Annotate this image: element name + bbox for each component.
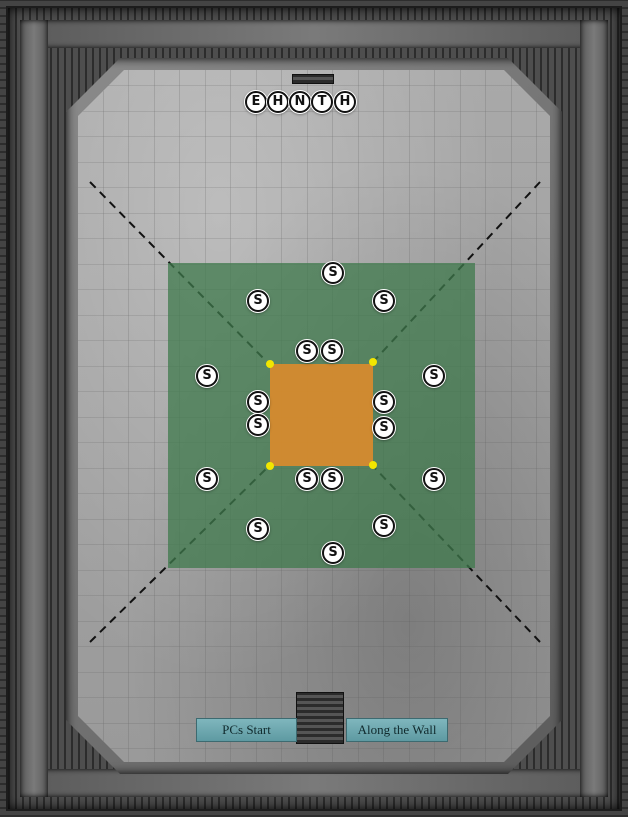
token-s[interactable]: S <box>247 290 269 312</box>
token-n[interactable]: N <box>289 91 311 113</box>
token-s[interactable]: S <box>321 468 343 490</box>
token-s[interactable]: S <box>373 417 395 439</box>
token-s[interactable]: S <box>296 468 318 490</box>
token-s[interactable]: S <box>423 468 445 490</box>
token-s[interactable]: S <box>196 365 218 387</box>
token-s[interactable]: S <box>373 515 395 537</box>
pcs-start-label: PCs Start <box>196 718 297 742</box>
token-h-1[interactable]: H <box>267 91 289 113</box>
token-s[interactable]: S <box>373 290 395 312</box>
token-s[interactable]: S <box>247 391 269 413</box>
token-s[interactable]: S <box>247 414 269 436</box>
bottom-stairs <box>296 692 344 744</box>
token-s[interactable]: S <box>247 518 269 540</box>
token-e[interactable]: E <box>245 91 267 113</box>
token-s[interactable]: S <box>296 340 318 362</box>
corner-marker-tl <box>266 360 274 368</box>
token-s[interactable]: S <box>196 468 218 490</box>
corner-marker-tr <box>369 358 377 366</box>
token-t[interactable]: T <box>311 91 333 113</box>
top-stairs <box>292 74 334 84</box>
token-s[interactable]: S <box>373 391 395 413</box>
token-s[interactable]: S <box>322 542 344 564</box>
token-h-2[interactable]: H <box>334 91 356 113</box>
corner-marker-br <box>369 461 377 469</box>
center-zone <box>270 364 373 466</box>
token-s[interactable]: S <box>322 262 344 284</box>
along-the-wall-label: Along the Wall <box>346 718 448 742</box>
token-s[interactable]: S <box>423 365 445 387</box>
token-s[interactable]: S <box>321 340 343 362</box>
corner-marker-bl <box>266 462 274 470</box>
